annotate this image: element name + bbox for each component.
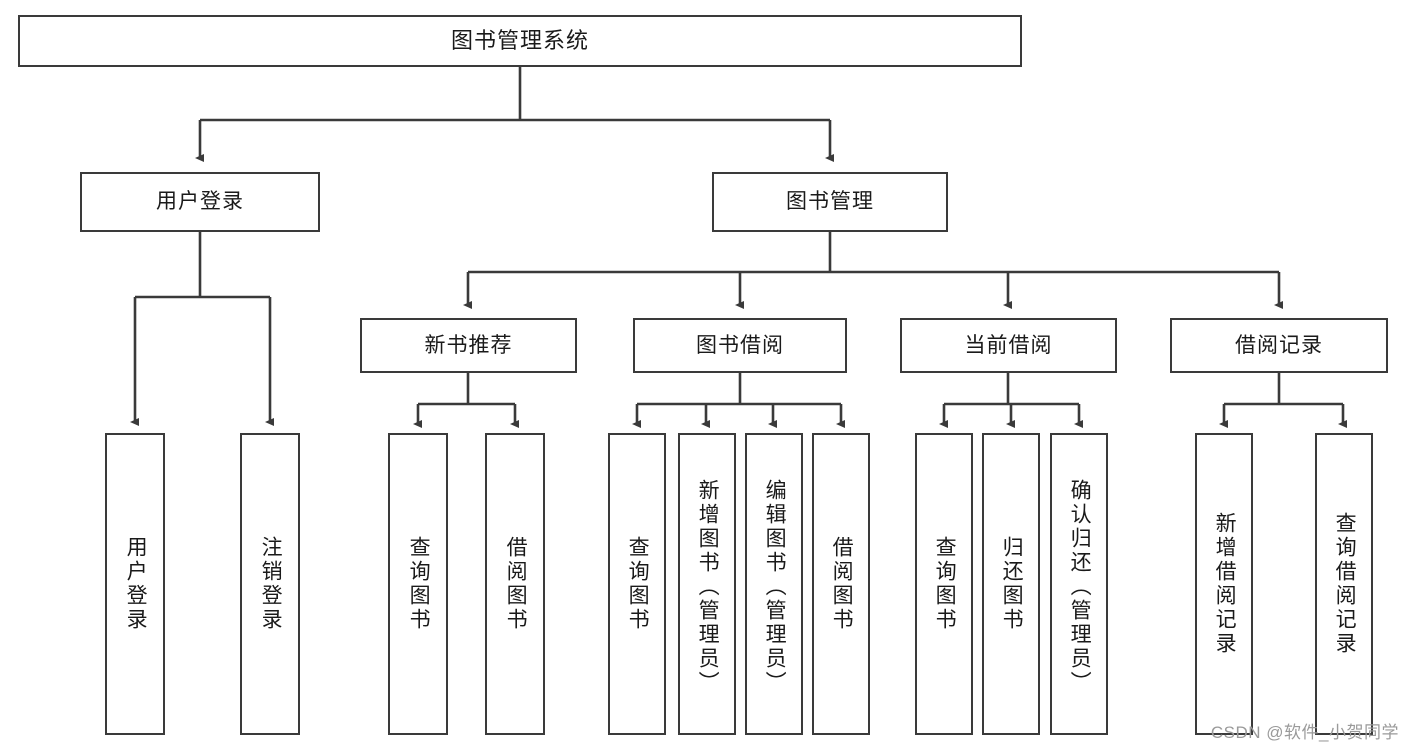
node-book-management[interactable]: 图书管理	[712, 172, 948, 232]
node-label: 新增图书（管理员）	[696, 479, 720, 695]
node-root-book-management-system[interactable]: 图书管理系统	[18, 15, 1022, 67]
leaf-recommend-borrow-book[interactable]: 借阅图书	[485, 433, 545, 735]
node-borrow-record[interactable]: 借阅记录	[1170, 318, 1388, 373]
leaf-borrow-borrow-book[interactable]: 借阅图书	[812, 433, 870, 735]
leaf-current-confirm-return-admin[interactable]: 确认归还（管理员）	[1050, 433, 1108, 735]
node-label: 图书管理系统	[450, 27, 589, 53]
leaf-current-return-book[interactable]: 归还图书	[982, 433, 1040, 735]
leaf-record-query-borrow-record[interactable]: 查询借阅记录	[1315, 433, 1373, 735]
node-label: 查询图书	[407, 536, 431, 632]
leaf-borrow-add-book-admin[interactable]: 新增图书（管理员）	[678, 433, 736, 735]
node-label: 查询图书	[626, 536, 650, 632]
node-label: 用户登录	[124, 536, 148, 632]
leaf-borrow-query-book[interactable]: 查询图书	[608, 433, 666, 735]
node-label: 图书借阅	[696, 333, 784, 357]
node-label: 新增借阅记录	[1213, 512, 1237, 656]
node-label: 注销登录	[259, 536, 283, 632]
node-current-borrow[interactable]: 当前借阅	[900, 318, 1117, 373]
node-label: 用户登录	[156, 190, 244, 214]
node-label: 借阅图书	[830, 536, 854, 632]
node-label: 图书管理	[786, 190, 874, 214]
leaf-logout[interactable]: 注销登录	[240, 433, 300, 735]
node-label: 归还图书	[1000, 536, 1024, 632]
leaf-record-add-borrow-record[interactable]: 新增借阅记录	[1195, 433, 1253, 735]
node-label: 新书推荐	[424, 333, 513, 357]
leaf-recommend-query-book[interactable]: 查询图书	[388, 433, 448, 735]
node-label: 借阅记录	[1235, 333, 1323, 357]
node-label: 查询借阅记录	[1333, 512, 1357, 656]
node-label: 当前借阅	[964, 333, 1053, 357]
leaf-current-query-book[interactable]: 查询图书	[915, 433, 973, 735]
node-user-login[interactable]: 用户登录	[80, 172, 320, 232]
leaf-user-login[interactable]: 用户登录	[105, 433, 165, 735]
node-new-book-recommend[interactable]: 新书推荐	[360, 318, 577, 373]
leaf-borrow-edit-book-admin[interactable]: 编辑图书（管理员）	[745, 433, 803, 735]
node-label: 借阅图书	[504, 536, 528, 632]
watermark: CSDN @软件_小贺同学	[1210, 723, 1399, 742]
node-label: 查询图书	[933, 536, 957, 632]
node-book-borrow[interactable]: 图书借阅	[633, 318, 847, 373]
node-label: 确认归还（管理员）	[1068, 479, 1092, 695]
node-label: 编辑图书（管理员）	[763, 479, 787, 695]
